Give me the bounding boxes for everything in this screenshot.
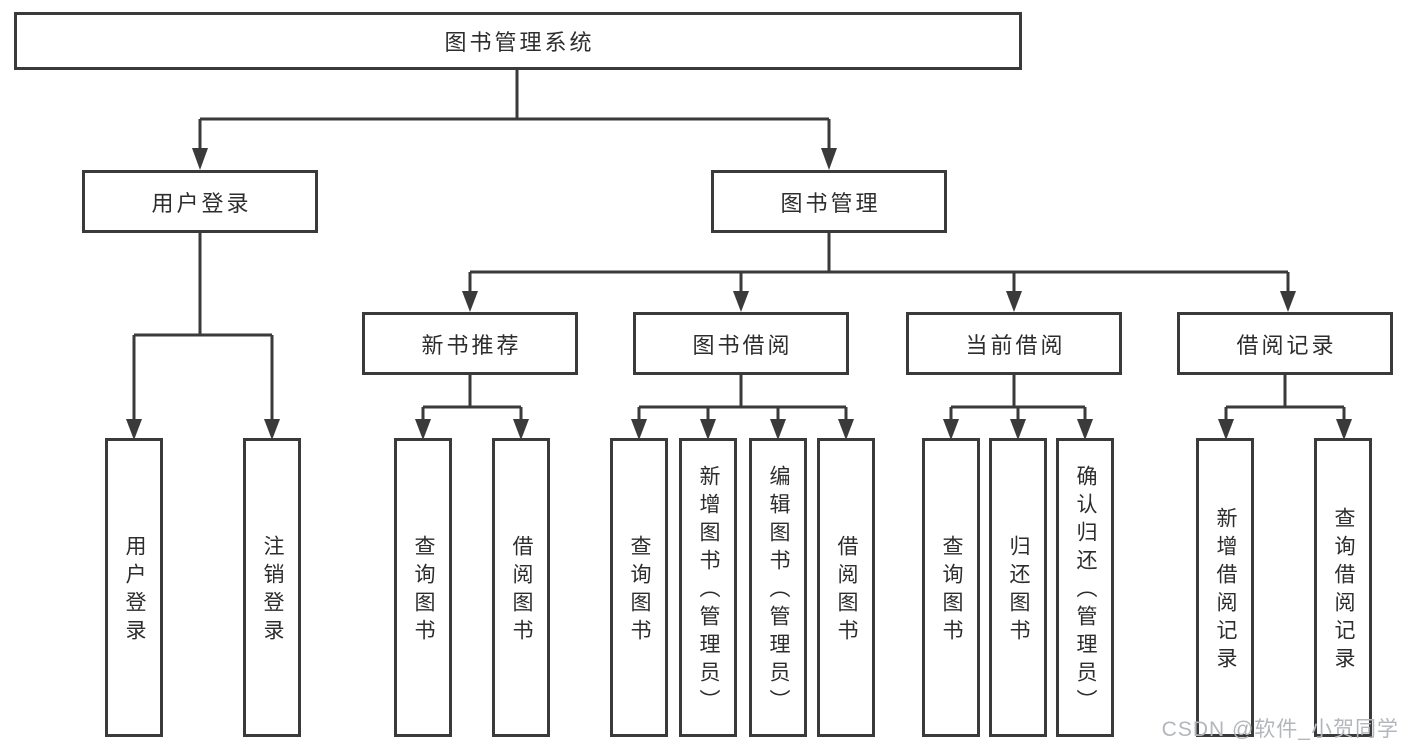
- leaf-borrow-books: 借阅图书: [817, 438, 875, 737]
- node-book-borrow: 图书借阅: [633, 312, 849, 375]
- node-root-system: 图书管理系统: [14, 12, 1022, 70]
- leaf-query-borrow-record: 查询借阅记录: [1314, 438, 1372, 737]
- leaf-borrow-books-recommend: 借阅图书: [492, 438, 550, 737]
- leaf-add-borrow-record: 新增借阅记录: [1196, 438, 1254, 737]
- leaf-add-book-admin: 新增图书（管理员）: [679, 438, 737, 737]
- leaf-query-books-recommend: 查询图书: [394, 438, 452, 737]
- leaf-query-books-borrow: 查询图书: [610, 438, 668, 737]
- leaf-confirm-return-admin: 确认归还（管理员）: [1056, 438, 1114, 737]
- csdn-watermark: CSDN @软件_小贺同学: [1161, 718, 1399, 741]
- node-current-borrow: 当前借阅: [906, 312, 1122, 375]
- node-borrow-records: 借阅记录: [1177, 312, 1393, 375]
- leaf-edit-book-admin: 编辑图书（管理员）: [749, 438, 807, 737]
- node-new-book-recommend: 新书推荐: [362, 312, 578, 375]
- leaf-user-login: 用户登录: [105, 438, 163, 737]
- leaf-return-books: 归还图书: [989, 438, 1047, 737]
- leaf-logout: 注销登录: [243, 438, 301, 737]
- leaf-query-books-current: 查询图书: [922, 438, 980, 737]
- node-book-management: 图书管理: [711, 170, 947, 233]
- node-user-login: 用户登录: [82, 170, 318, 233]
